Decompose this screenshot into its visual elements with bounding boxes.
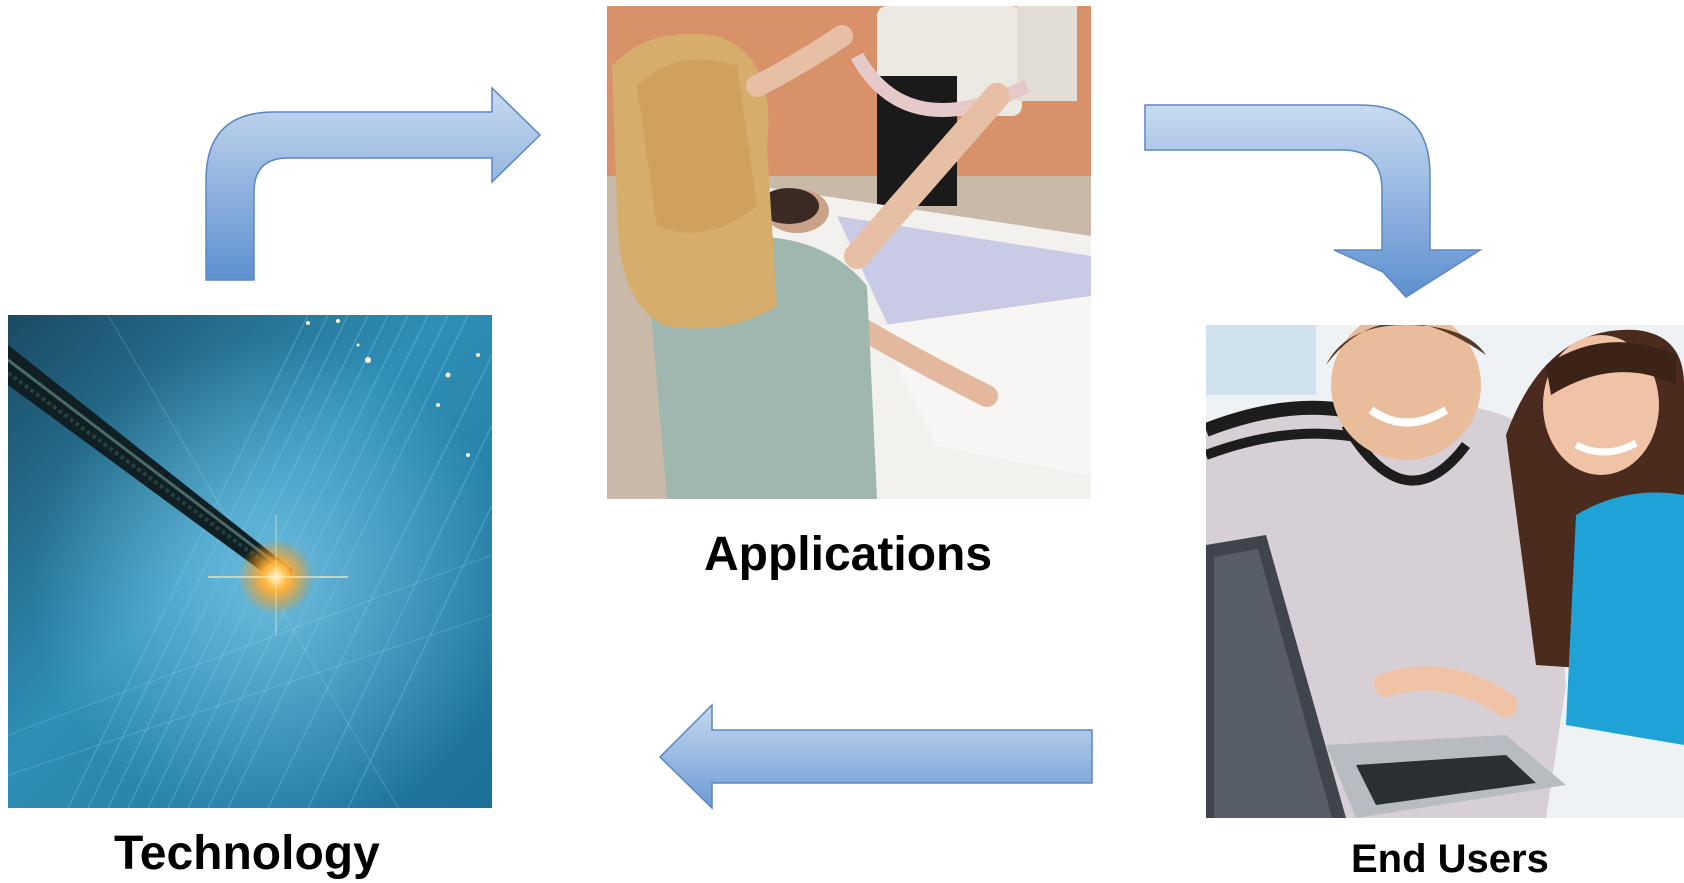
- end-users-image: [1206, 325, 1684, 818]
- technology-label: Technology: [114, 827, 380, 880]
- technology-image: [8, 315, 492, 808]
- applications-image: [607, 6, 1091, 499]
- end-users-label: End Users: [1351, 837, 1549, 881]
- arrow-technology-to-applications: [205, 86, 542, 281]
- applications-label: Applications: [704, 528, 993, 581]
- arrow-end-users-to-technology: [658, 703, 1093, 810]
- arrow-applications-to-end-users: [1144, 104, 1483, 298]
